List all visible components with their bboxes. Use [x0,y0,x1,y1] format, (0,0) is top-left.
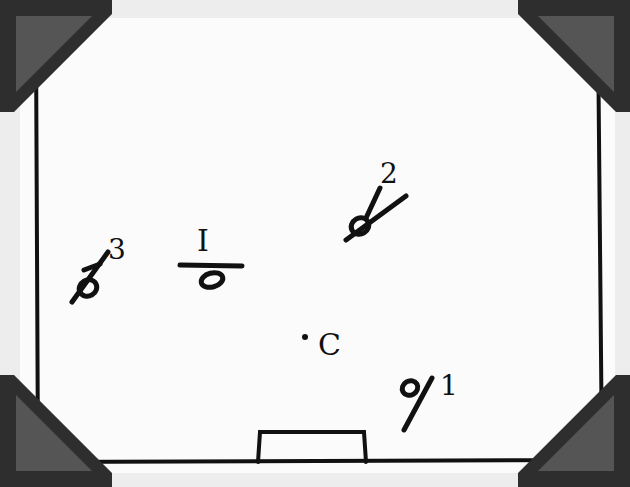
card [20,18,615,473]
field-outline [36,30,602,462]
centre-dot [302,334,308,340]
player-number: 3 [108,236,126,264]
player-number: I [197,226,209,256]
centre-label: C [318,330,341,360]
player-number: 2 [380,160,398,188]
player-number: 1 [440,372,458,400]
player-symbols [72,188,432,430]
